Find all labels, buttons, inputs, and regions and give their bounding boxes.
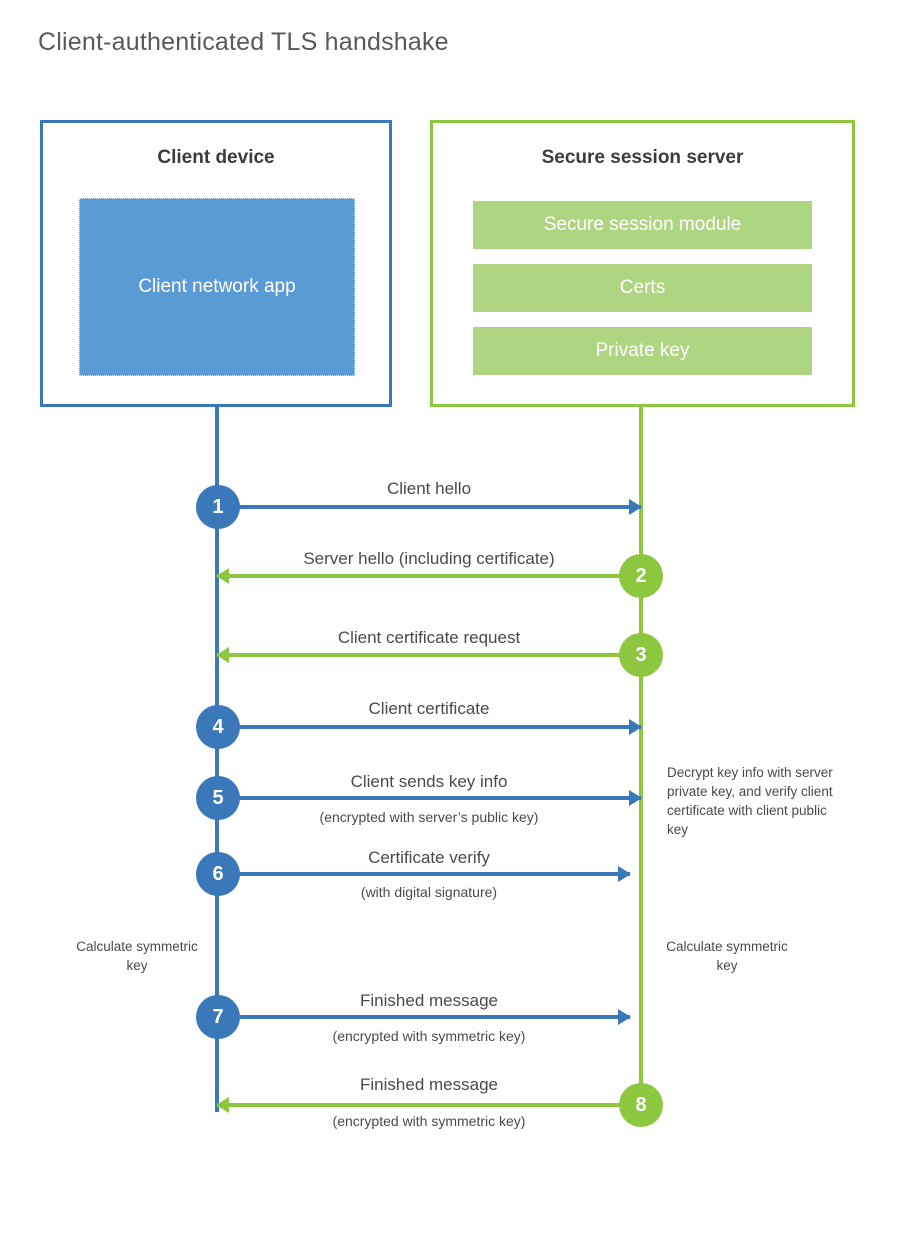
step-circle-7[interactable]: 7 (196, 995, 240, 1039)
arrowhead-right-icon (618, 1009, 631, 1025)
message-arrow-5 (217, 790, 642, 806)
message-label-7: Finished message (360, 991, 498, 1010)
arrowhead-right-icon (629, 719, 642, 735)
arrowhead-left-icon (216, 568, 229, 584)
server-component-certs: Certs (473, 264, 812, 312)
message-arrow-1 (217, 499, 642, 515)
client-device-box: Client device Client network app (40, 120, 392, 407)
client-device-title: Client device (157, 147, 275, 168)
arrowhead-right-icon (629, 790, 642, 806)
arrowhead-right-icon (618, 866, 631, 882)
message-arrow-7 (217, 1009, 631, 1025)
step-circle-5[interactable]: 5 (196, 776, 240, 820)
client-network-app-label: Client network app (138, 276, 296, 298)
message-label-4: Client certificate (368, 699, 490, 718)
server-component-private-key: Private key (473, 327, 812, 375)
arrowhead-right-icon (629, 499, 642, 515)
server-component-secure-session-module: Secure session module (473, 201, 812, 249)
client-lifeline (215, 406, 219, 1112)
message-sublabel-6: (with digital signature) (360, 884, 498, 900)
note-decrypt-key-info: Decrypt key info with server private key… (667, 765, 833, 838)
step-circle-3[interactable]: 3 (619, 633, 663, 677)
secure-session-server-box: Secure session server Secure session mod… (430, 120, 855, 407)
message-arrow-8 (216, 1097, 641, 1113)
step-circle-1[interactable]: 1 (196, 485, 240, 529)
step-circle-6[interactable]: 6 (196, 852, 240, 896)
page-title: Client-authenticated TLS handshake (38, 28, 449, 56)
message-label-1: Client hello (386, 479, 472, 498)
message-label-3: Client certificate request (337, 628, 521, 647)
message-label-5: Client sends key info (350, 772, 508, 791)
arrowhead-left-icon (216, 647, 229, 663)
message-label-2: Server hello (including certificate) (303, 549, 555, 568)
note-client-calculate-symmetric-key: Calculate symmetric key (76, 939, 198, 974)
message-arrow-2 (216, 568, 641, 584)
step-circle-4[interactable]: 4 (196, 705, 240, 749)
note-server-calculate-symmetric-key: Calculate symmetric key (666, 939, 788, 974)
message-sublabel-5: (encrypted with server’s public key) (319, 809, 539, 825)
message-sublabel-7: (encrypted with symmetric key) (332, 1028, 526, 1044)
message-label-8: Finished message (360, 1075, 498, 1094)
message-arrow-6 (217, 866, 631, 882)
step-circle-8[interactable]: 8 (619, 1083, 663, 1127)
client-network-app-block: Client network app (79, 198, 355, 376)
message-sublabel-8: (encrypted with symmetric key) (332, 1113, 526, 1129)
arrowhead-left-icon (216, 1097, 229, 1113)
message-arrow-3 (216, 647, 641, 663)
server-lifeline (639, 406, 643, 1106)
step-circle-2[interactable]: 2 (619, 554, 663, 598)
message-label-6: Certificate verify (368, 848, 490, 867)
secure-session-server-title: Secure session server (541, 147, 744, 168)
message-arrow-4 (217, 719, 642, 735)
